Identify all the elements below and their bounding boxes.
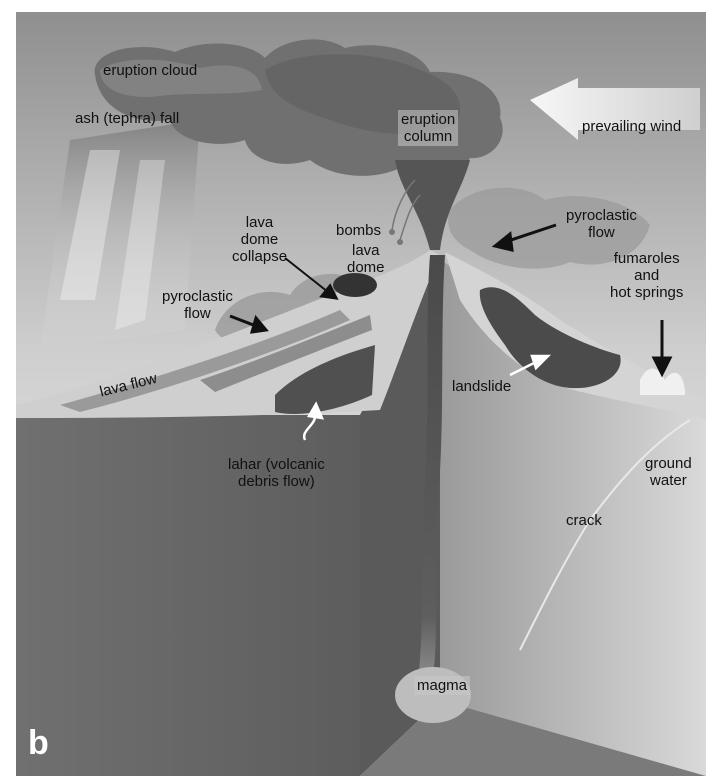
collapse-line-2: dome (232, 231, 287, 248)
pyro-left-line-2: flow (162, 305, 233, 322)
pyro-right-line-2: flow (566, 224, 637, 241)
magma-label: magma (414, 676, 470, 695)
lahar-label: lahar (volcanic debris flow) (228, 456, 325, 490)
landslide-label: landslide (452, 378, 511, 395)
collapse-line-1: lava (232, 214, 287, 231)
lava-dome-line-2: dome (347, 259, 385, 276)
lahar-line-1: lahar (volcanic (228, 456, 325, 473)
eruption-column-line-2: column (401, 128, 455, 145)
prevailing-wind-label: prevailing wind (582, 118, 681, 135)
panel-letter: b (28, 724, 49, 763)
crack-label: crack (566, 512, 602, 529)
pyro-left-line-1: pyroclastic (162, 288, 233, 305)
lava-dome-shape (333, 273, 377, 297)
fumaroles-label: fumaroles and hot springs (610, 250, 683, 301)
lava-dome-collapse-label: lava dome collapse (232, 214, 287, 265)
fumaroles-line-3: hot springs (610, 284, 683, 301)
eruption-column-label: eruption column (398, 110, 458, 146)
lahar-line-2: debris flow) (228, 473, 325, 490)
ground-water-line-2: water (645, 472, 692, 489)
pyroclastic-flow-right-label: pyroclastic flow (566, 207, 637, 241)
ash-fall-label: ash (tephra) fall (75, 110, 179, 127)
bombs-label: bombs (336, 222, 381, 239)
lava-dome-label: lava dome (347, 242, 385, 276)
fumaroles-line-1: fumaroles (610, 250, 683, 267)
collapse-line-3: collapse (232, 248, 287, 265)
eruption-cloud-label: eruption cloud (103, 62, 197, 79)
ground-water-line-1: ground (645, 455, 692, 472)
lava-dome-line-1: lava (347, 242, 385, 259)
fumaroles-line-2: and (610, 267, 683, 284)
pyro-right-line-1: pyroclastic (566, 207, 637, 224)
eruption-column-line-1: eruption (401, 111, 455, 128)
pyroclastic-flow-left-label: pyroclastic flow (162, 288, 233, 322)
ground-water-label: ground water (645, 455, 692, 489)
